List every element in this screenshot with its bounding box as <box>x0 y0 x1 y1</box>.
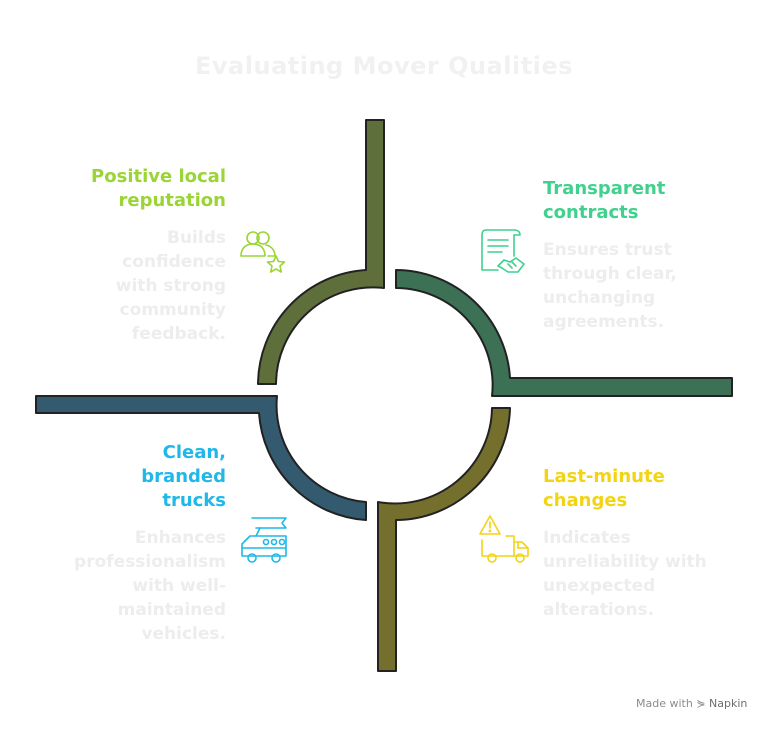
desc-line: Builds <box>166 228 226 248</box>
segment-top-left <box>257 119 385 385</box>
heading-positive-local-reputation: Positive local reputation <box>60 165 226 213</box>
branded-truck-icon <box>241 517 287 563</box>
desc-line: with well- <box>132 576 226 596</box>
diagram-title: Evaluating Mover Qualities <box>195 52 573 80</box>
footer-brand: Napkin <box>709 697 748 710</box>
desc-line: confidence <box>122 252 226 272</box>
heading-clean-branded-trucks: Clean, branded trucks <box>80 441 226 513</box>
desc-line: agreements. <box>543 312 665 332</box>
desc-line: maintained <box>117 600 226 620</box>
heading-line: changes <box>543 490 628 511</box>
heading-line: trucks <box>162 490 226 511</box>
desc-line: professionalism <box>74 552 226 572</box>
made-with-napkin-footer: Made with ⋟ Napkin <box>636 697 747 710</box>
desc-line: vehicles. <box>141 624 226 644</box>
heading-transparent-contracts: Transparent contracts <box>543 177 743 225</box>
contract-handshake-icon <box>481 229 525 273</box>
heading-last-minute-changes: Last-minute changes <box>543 465 743 513</box>
warning-truck-icon <box>479 515 529 563</box>
desc-clean-branded-trucks: Enhances professionalism with well- main… <box>50 526 226 646</box>
people-star-icon <box>240 231 286 273</box>
desc-line: unreliability with <box>543 552 707 572</box>
desc-line: community <box>119 300 226 320</box>
segment-bottom-right <box>377 407 511 672</box>
desc-positive-local-reputation: Builds confidence with strong community … <box>60 226 226 346</box>
heading-line: Transparent <box>543 178 666 199</box>
desc-line: feedback. <box>131 324 226 344</box>
heading-line: branded <box>141 466 226 487</box>
desc-line: Indicates <box>543 528 631 548</box>
desc-line: Ensures trust <box>543 240 672 260</box>
segment-bottom-left <box>35 395 367 521</box>
heading-line: contracts <box>543 202 639 223</box>
heading-line: Clean, <box>162 442 226 463</box>
desc-line: with strong <box>115 276 226 296</box>
desc-line: through clear, <box>543 264 677 284</box>
heading-line: Positive local <box>91 166 226 187</box>
desc-line: Enhances <box>134 528 226 548</box>
heading-line: Last-minute <box>543 466 665 487</box>
napkin-logo-icon: ⋟ <box>696 697 706 710</box>
heading-line: reputation <box>118 190 227 211</box>
segment-top-right <box>395 269 733 397</box>
desc-transparent-contracts: Ensures trust through clear, unchanging … <box>543 238 743 334</box>
desc-line: unchanging <box>543 288 656 308</box>
desc-last-minute-changes: Indicates unreliability with unexpected … <box>543 526 753 622</box>
desc-line: unexpected <box>543 576 656 596</box>
footer-made-with: Made with <box>636 697 693 710</box>
desc-line: alterations. <box>543 600 655 620</box>
